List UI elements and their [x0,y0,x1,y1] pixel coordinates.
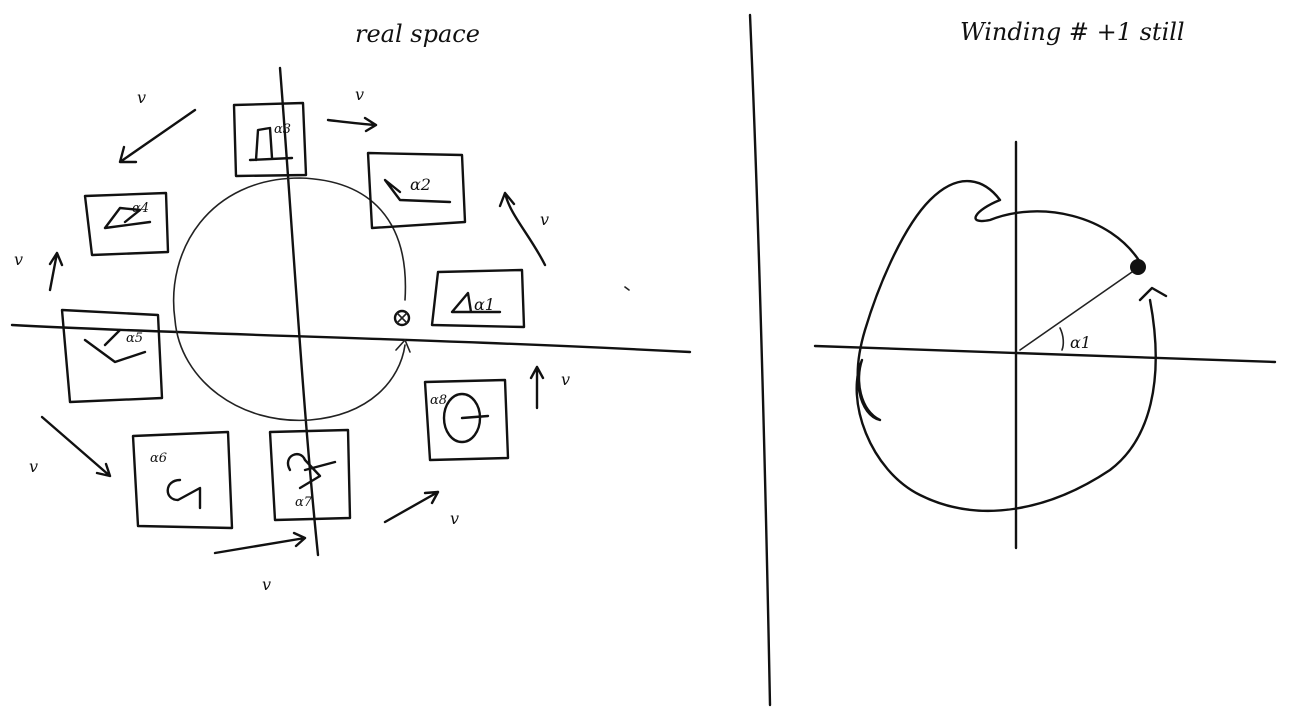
right-panel: Winding # +1 still α1 [813,18,1277,550]
winding-arrowhead [1138,286,1168,302]
arrow-top-left [118,108,197,164]
v-label-3: v [540,210,549,229]
radius-line [1019,271,1133,351]
frame-7-angle-label: α7 [295,495,313,510]
circle-path [172,177,407,422]
real-space-title: real space [355,20,480,48]
frame-8-angle-label: α8 [430,393,447,408]
frame-8: α8 [423,378,510,462]
frame-5: α5 [60,308,164,404]
v-label-2: v [355,85,364,104]
left-panel: real space α3 α2 α4 [10,20,692,594]
frame-5-angle-label: α5 [126,331,143,346]
right-angle-label: α1 [1070,333,1091,352]
v-label-1: v [137,88,146,107]
winding-number-title: Winding # +1 still [960,18,1185,46]
left-horizontal-axis [10,323,692,354]
velocity-arrows [40,108,547,555]
frame-3: α3 [232,101,308,178]
arrow-top-right [326,116,378,133]
frame-1-angle-label: α1 [474,295,495,314]
v-label-8: v [262,575,271,594]
arrow-left-up [48,251,64,292]
angle-arc [1059,327,1065,351]
frame-1: α1 [430,268,526,329]
v-label-5: v [561,370,570,389]
start-point-marker [393,309,411,327]
v-label-7: v [450,509,459,528]
frame-2: α2 [366,151,467,230]
panel-divider [748,13,772,707]
winding-curve [855,180,1157,512]
circle-arrowhead [395,339,411,353]
current-point-dot [1130,259,1146,275]
frame-7: α7 [268,428,352,522]
velocity-labels: v v v v v v v v [14,85,570,594]
v-label-6: v [29,457,38,476]
stray-mark [624,286,630,291]
arrow-bottom-right [383,490,440,524]
left-vertical-axis [278,66,320,557]
arrow-left-down [40,415,112,478]
frame-6: α6 [131,430,234,530]
frame-3-angle-label: α3 [274,122,291,137]
arrow-right-up [498,191,547,267]
arrow-right-up-small [529,365,545,410]
v-label-4: v [14,250,23,269]
frame-4: α4 [83,191,170,257]
frame-4-angle-label: α4 [132,201,149,216]
frame-2-angle-label: α2 [410,175,431,194]
frame-6-angle-label: α6 [150,451,167,466]
arrow-bottom [213,531,307,555]
right-horizontal-axis [813,344,1277,364]
